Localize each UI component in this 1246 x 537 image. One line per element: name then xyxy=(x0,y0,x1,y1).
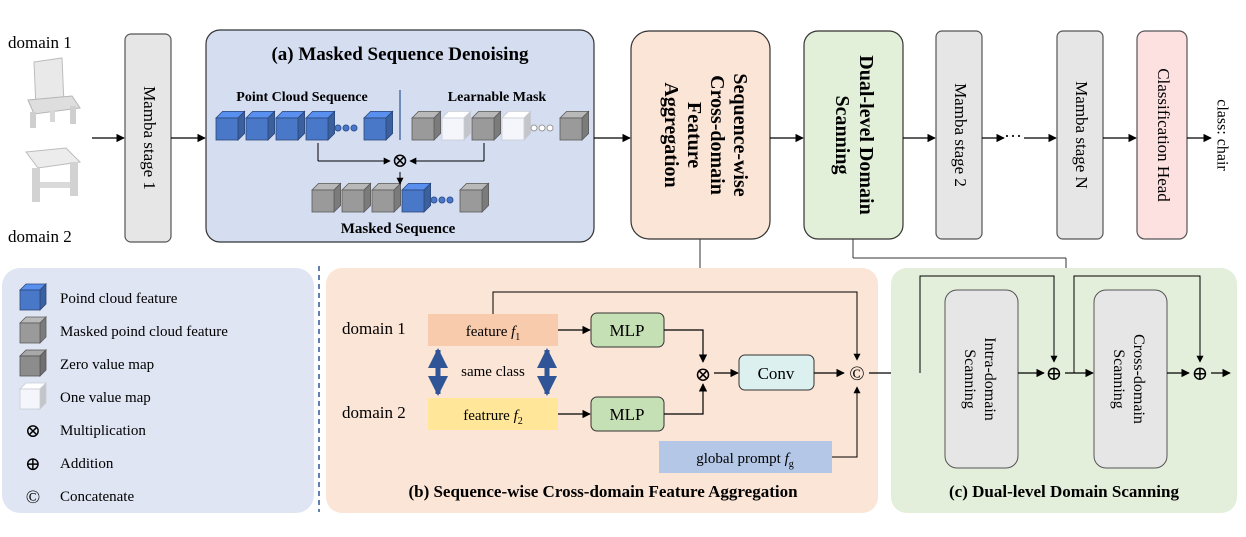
mask-ellipsis-dot xyxy=(530,124,538,132)
sfa-label-line1: Sequence-wise xyxy=(729,73,751,196)
mask-ellipsis-dot xyxy=(546,124,554,132)
masked-feature-cube xyxy=(341,182,372,213)
legend-cube-white-cube xyxy=(19,382,47,410)
one-value-map-cube xyxy=(441,110,472,141)
legend-cube-dark-gray-cube xyxy=(19,349,47,377)
panel-a-title: (a) Masked Sequence Denoising xyxy=(271,44,529,65)
cross-domain-scanning-block xyxy=(1093,289,1168,469)
multiplication-symbol-a: ⊗ xyxy=(392,150,409,172)
legend-label-4: Multiplication xyxy=(60,423,146,439)
cross-domain-label-1: Cross-domain xyxy=(1130,334,1147,424)
multiplication-symbol-b: ⊗ xyxy=(695,364,712,386)
sequence-ellipsis-dot xyxy=(334,124,342,132)
masked-sequence-label: Masked Sequence xyxy=(341,221,456,237)
global-prompt-label: global prompt fg xyxy=(696,451,794,470)
dds-label-line1: Dual-level Domain xyxy=(855,55,877,214)
sequence-ellipsis-dot xyxy=(350,124,358,132)
legend-symbol-4: ⊗ xyxy=(25,421,41,442)
domain1-label: domain 1 xyxy=(8,33,72,52)
mamba-stage-n-block xyxy=(1056,30,1104,240)
point-cloud-feature-cube xyxy=(215,110,246,141)
feature-f2-label: featrure f2 xyxy=(463,408,523,427)
zero-value-map-cube xyxy=(471,110,502,141)
intra-domain-label-1: Intra-domain xyxy=(981,337,998,421)
legend-panel xyxy=(2,268,314,513)
chair-domain2-image xyxy=(25,147,82,202)
classification-head-block xyxy=(1136,30,1188,240)
conv-label: Conv xyxy=(758,364,795,383)
concatenate-symbol-b: © xyxy=(849,363,864,385)
legend-label-2: Zero value map xyxy=(60,357,154,373)
mlp-label-2: MLP xyxy=(610,405,645,424)
panel-b-domain1-label: domain 1 xyxy=(342,319,406,338)
intra-domain-scanning-block xyxy=(944,289,1019,469)
same-class-label: same class xyxy=(461,364,525,380)
classification-head-label: Classification Head xyxy=(1154,68,1173,202)
pipeline-ellipsis: ··· xyxy=(1004,126,1022,146)
output-class-label: class: chair xyxy=(1213,99,1230,171)
mamba-stage-2-block xyxy=(935,30,983,240)
masked-ellipsis-dot xyxy=(430,196,438,204)
legend-cube-gray-cube xyxy=(19,316,47,344)
legend-label-5: Addition xyxy=(60,456,114,472)
masked-feature-cube xyxy=(311,182,342,213)
point-cloud-feature-cube xyxy=(363,110,394,141)
cross-domain-label-2: Scanning xyxy=(1110,349,1127,409)
panel-c-title: (c) Dual-level Domain Scanning xyxy=(949,482,1179,501)
point-cloud-feature-cube xyxy=(305,110,336,141)
masked-feature-cube xyxy=(371,182,402,213)
one-value-map-cube xyxy=(501,110,532,141)
point-cloud-sequence-label: Point Cloud Sequence xyxy=(236,90,367,105)
panel-c-dds-detail xyxy=(891,268,1237,513)
legend-label-6: Concatenate xyxy=(60,489,134,505)
mlp-label-1: MLP xyxy=(610,321,645,340)
chair-domain1-image xyxy=(27,57,81,128)
sequence-ellipsis-dot xyxy=(342,124,350,132)
addition-symbol-1: ⊕ xyxy=(1046,363,1063,385)
zero-value-map-cube xyxy=(411,110,442,141)
mamba-stage-n-label: Mamba stage N xyxy=(1072,81,1091,189)
point-cloud-feature-cube xyxy=(401,182,432,213)
addition-symbol-2: ⊕ xyxy=(1192,363,1209,385)
legend-label-3: One value map xyxy=(60,390,151,406)
feature-f1-label: feature f1 xyxy=(466,324,521,343)
panel-a-cubes xyxy=(215,110,590,213)
legend-cube-blue-cube xyxy=(19,283,47,311)
feature-f1-box xyxy=(428,314,558,346)
global-prompt-box xyxy=(659,441,832,473)
mamba-stage-2-label: Mamba stage 2 xyxy=(951,83,970,187)
legend-symbol-6: © xyxy=(26,487,40,508)
mask-ellipsis-dot xyxy=(538,124,546,132)
point-cloud-feature-cube xyxy=(275,110,306,141)
dds-label-line2: Scanning xyxy=(831,96,853,175)
legend-label-1: Masked poind cloud feature xyxy=(60,324,228,340)
legend-label-0: Poind cloud feature xyxy=(60,291,178,307)
intra-domain-label-2: Scanning xyxy=(961,349,978,409)
feature-f2-box xyxy=(428,398,558,430)
panel-b-title: (b) Sequence-wise Cross-domain Feature A… xyxy=(408,482,798,501)
domain2-label: domain 2 xyxy=(8,227,72,246)
mamba-stage-1-label: Mamba stage 1 xyxy=(140,86,159,190)
sfa-label-line2: Cross-domain xyxy=(706,75,728,195)
sfa-label-line4: Aggregation xyxy=(660,82,682,187)
point-cloud-feature-cube xyxy=(245,110,276,141)
legend-symbol-5: ⊕ xyxy=(25,454,41,475)
masked-feature-cube xyxy=(459,182,490,213)
masked-ellipsis-dot xyxy=(446,196,454,204)
zero-value-map-cube xyxy=(559,110,590,141)
sfa-label-line3: Feature xyxy=(683,102,705,168)
learnable-mask-label: Learnable Mask xyxy=(448,90,547,105)
masked-ellipsis-dot xyxy=(438,196,446,204)
panel-b-domain2-label: domain 2 xyxy=(342,403,406,422)
